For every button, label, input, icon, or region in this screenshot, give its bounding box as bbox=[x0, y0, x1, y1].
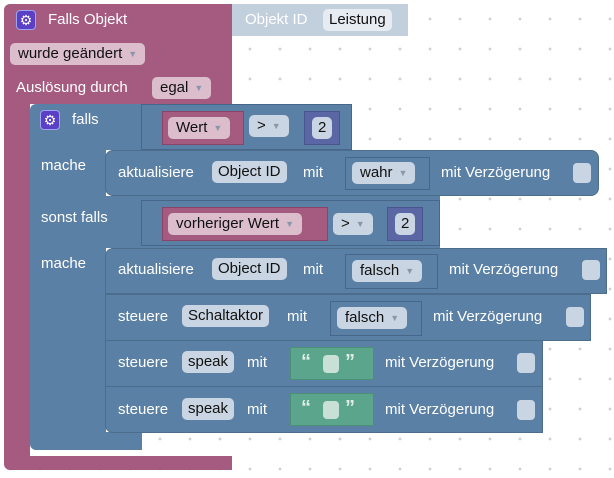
value-text: wahr bbox=[360, 164, 393, 181]
statement-target[interactable]: Object ID bbox=[212, 161, 287, 183]
text-block[interactable]: “ ” bbox=[290, 347, 374, 380]
source-label: Auslösung durch bbox=[16, 79, 128, 96]
delay-label: mit Verzögerung bbox=[385, 354, 495, 371]
dropdown-arrow-icon: ▼ bbox=[398, 168, 408, 179]
quote-open-icon: “ bbox=[301, 397, 311, 419]
statement-mit: mit bbox=[287, 308, 307, 325]
value-dropdown[interactable]: falsch ▼ bbox=[352, 260, 423, 282]
quote-open-icon: “ bbox=[301, 351, 311, 373]
number-block[interactable] bbox=[304, 111, 340, 145]
source-dropdown[interactable]: egal ▼ bbox=[152, 77, 212, 99]
dropdown-arrow-icon: ▼ bbox=[213, 123, 223, 134]
operator-dropdown[interactable]: >▼ bbox=[333, 213, 373, 235]
var-value: Wert bbox=[176, 119, 208, 136]
if-label: falls bbox=[72, 111, 99, 128]
statement-verb: aktualisiere bbox=[118, 164, 194, 181]
statement-verb: steuere bbox=[118, 401, 169, 418]
statement-target[interactable]: speak bbox=[182, 351, 235, 373]
operator-dropdown[interactable]: >▼ bbox=[249, 115, 289, 137]
dropdown-arrow-icon: ▼ bbox=[355, 219, 365, 230]
value-socket bbox=[345, 157, 430, 190]
value-dropdown[interactable]: wahr ▼ bbox=[352, 162, 416, 184]
number-field[interactable]: 2 bbox=[395, 213, 416, 235]
delay-checkbox[interactable] bbox=[582, 260, 600, 280]
statement-verb: steuere bbox=[118, 354, 169, 371]
do-label: mache bbox=[41, 157, 87, 174]
dropdown-arrow-icon: ▼ bbox=[128, 49, 138, 60]
value-socket bbox=[345, 254, 438, 289]
if-block-spine bbox=[30, 148, 106, 438]
operator-value: > bbox=[341, 215, 350, 232]
quote-close-icon: ” bbox=[345, 397, 355, 419]
value-socket bbox=[330, 301, 422, 336]
gear-icon[interactable]: ⚙ bbox=[16, 10, 36, 30]
object-id-label: Objekt ID bbox=[245, 11, 308, 28]
object-id-field[interactable]: Leistung bbox=[323, 9, 392, 31]
delay-label: mit Verzögerung bbox=[441, 164, 551, 181]
delay-label: mit Verzögerung bbox=[385, 401, 495, 418]
var-dropdown[interactable]: vorheriger Wert ▼ bbox=[168, 213, 303, 235]
trigger-block-spine bbox=[4, 100, 30, 460]
condition-socket bbox=[141, 104, 352, 150]
elseif-label: sonst falls bbox=[41, 209, 108, 226]
source-value: egal bbox=[160, 79, 189, 96]
value-text: falsch bbox=[345, 309, 385, 326]
gear-icon[interactable]: ⚙ bbox=[40, 110, 60, 130]
statement-target[interactable]: Object ID bbox=[212, 258, 287, 280]
statement-verb: aktualisiere bbox=[118, 261, 194, 278]
delay-label: mit Verzögerung bbox=[433, 308, 543, 325]
dropdown-arrow-icon: ▼ bbox=[405, 266, 415, 277]
statement-target[interactable]: speak bbox=[182, 398, 235, 420]
var-dropdown[interactable]: Wert ▼ bbox=[168, 117, 231, 139]
value-dropdown[interactable]: falsch ▼ bbox=[337, 307, 408, 329]
statement-mit: mit bbox=[303, 164, 323, 181]
event-value: wurde geändert bbox=[18, 45, 123, 62]
operator-value: > bbox=[257, 117, 266, 134]
do2-label: mache bbox=[41, 255, 87, 272]
trigger-title: Falls Objekt bbox=[48, 11, 128, 28]
text-field[interactable] bbox=[323, 401, 339, 419]
dropdown-arrow-icon: ▼ bbox=[285, 219, 295, 230]
statement-mit: mit bbox=[303, 261, 323, 278]
statement-mit: mit bbox=[247, 354, 267, 371]
delay-checkbox[interactable] bbox=[517, 400, 535, 420]
statement-verb: steuere bbox=[118, 308, 169, 325]
event-dropdown[interactable]: wurde geändert ▼ bbox=[10, 43, 146, 65]
var-value: vorheriger Wert bbox=[176, 215, 280, 232]
text-field[interactable] bbox=[323, 355, 339, 373]
delay-checkbox[interactable] bbox=[517, 353, 535, 373]
number-field[interactable]: 2 bbox=[312, 117, 333, 139]
statement-target[interactable]: Schaltaktor bbox=[182, 305, 270, 327]
statement-mit: mit bbox=[247, 401, 267, 418]
dropdown-arrow-icon: ▼ bbox=[271, 121, 281, 132]
delay-label: mit Verzögerung bbox=[449, 261, 559, 278]
quote-close-icon: ” bbox=[345, 351, 355, 373]
delay-checkbox[interactable] bbox=[573, 163, 591, 183]
text-block[interactable]: “ ” bbox=[290, 393, 374, 426]
dropdown-arrow-icon: ▼ bbox=[194, 83, 204, 94]
delay-checkbox[interactable] bbox=[566, 307, 584, 327]
dropdown-arrow-icon: ▼ bbox=[390, 313, 400, 324]
value-text: falsch bbox=[360, 262, 400, 279]
if-block-footer bbox=[30, 432, 142, 450]
condition-socket bbox=[141, 200, 440, 246]
trigger-block-footer bbox=[4, 456, 232, 470]
